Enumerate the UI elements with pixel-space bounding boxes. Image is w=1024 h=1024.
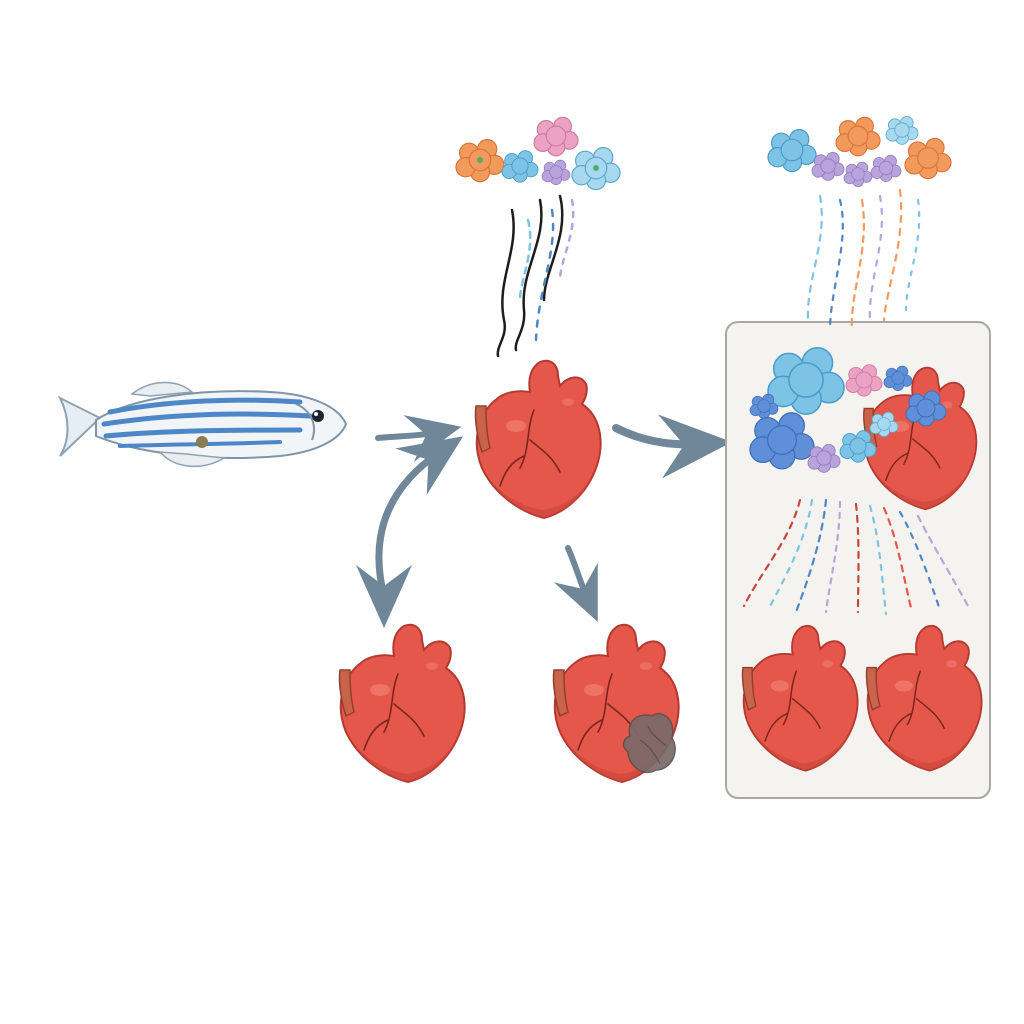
arrow-heart-to-injured [553,545,598,622]
signal-lines-center [496,194,575,358]
arrow-heart-to-panel [612,414,732,479]
arrow-fish-to-heart [375,415,462,462]
signal-lines-right-top [806,188,921,332]
arrow-bidirectional-curve [375,436,464,600]
heart-bottom-left-icon [338,623,466,783]
signal-lines-panel [742,498,970,616]
heart-center-icon [474,359,602,519]
zebrafish-icon [57,381,348,468]
injured-heart-icon [552,623,680,783]
cell-clusters-center [455,116,621,191]
cell-clusters-right-top [767,116,952,187]
